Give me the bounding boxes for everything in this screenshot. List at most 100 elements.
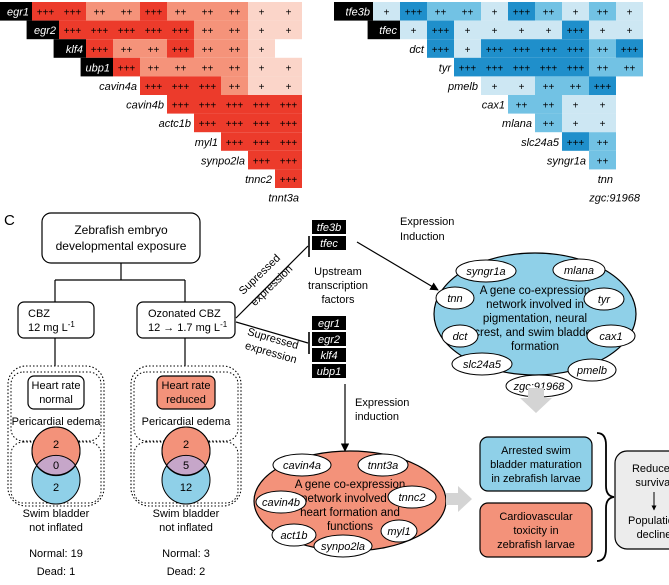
panel_a-cell-value: + <box>259 45 265 56</box>
panel_b-cell <box>616 169 643 188</box>
panel_a-cell-value: ++ <box>148 63 160 74</box>
swim-right-1: Swim bladder <box>153 508 220 520</box>
panel_a-cell <box>248 57 275 77</box>
panel_a-cell <box>221 2 248 21</box>
panel_b-cell-value: + <box>492 8 498 19</box>
tree-connector <box>54 263 186 366</box>
panel_a-cell <box>194 39 221 58</box>
panel_b-cell-value: +++ <box>621 45 639 56</box>
panel_b-cell <box>562 57 589 77</box>
blue_genes-gene-3: cax1 <box>599 331 622 343</box>
panel-label-c: C <box>4 212 15 229</box>
panel_a-cell <box>194 76 221 95</box>
red_genes-gene-6: cavin4b <box>262 497 300 509</box>
panel_b-cell-value: +++ <box>513 45 531 56</box>
arrested-box <box>479 436 593 492</box>
heart-rate-reduced-1: Heart rate <box>162 380 211 392</box>
panel_b-cell-value: ++ <box>597 63 609 74</box>
cardio-2: toxicity in <box>513 525 558 537</box>
venn-left-top: 2 <box>53 439 59 451</box>
panel_b-cell-value: + <box>384 8 390 19</box>
panel_b-cell <box>616 39 643 58</box>
panel_a-cell <box>248 20 275 40</box>
panel_a-cell <box>221 39 248 58</box>
svg-text:crest, and swim bladder: crest, and swim bladder <box>474 327 596 339</box>
panel_a-cell-value: +++ <box>280 175 298 186</box>
panel_a-cell-value: ++ <box>175 8 187 19</box>
panel_a-cell <box>113 57 140 77</box>
panel_a-cell-value: +++ <box>199 119 217 130</box>
panel_b-cell <box>562 76 589 95</box>
exposure-text-1: Zebrafish embryo <box>74 223 168 237</box>
venn-left: 2 0 2 <box>31 426 81 505</box>
panel_a-cell <box>194 2 221 21</box>
panel_a-gene-label: myl1 <box>195 137 218 149</box>
panel_b-cell-value: +++ <box>540 63 558 74</box>
panel_a-cell <box>275 57 302 77</box>
cardio-box <box>479 502 593 558</box>
panel_a-cell-value: ++ <box>202 45 214 56</box>
tf-up-group: tfe3b tfec <box>312 220 346 250</box>
panel_a-cell-value: ++ <box>229 63 241 74</box>
panel_a-cell-value: ++ <box>229 26 241 37</box>
panel_b-cell <box>481 20 508 40</box>
blue_genes-gene-4: pmelb <box>576 365 607 377</box>
arrested-1: Arrested swim <box>501 445 571 457</box>
panel_a-cell <box>248 132 275 151</box>
panel_b-gene-label: syngr1a <box>547 155 586 167</box>
grey-arrow-down <box>520 388 552 413</box>
panel_b-gene-label: tfe3b <box>346 7 370 19</box>
blue_genes-gene-bubble <box>455 259 517 283</box>
panel_a-cell <box>167 76 194 95</box>
outcome-box <box>614 450 669 550</box>
panel_a-cell-value: + <box>286 82 292 93</box>
panel_b-cell <box>589 76 616 95</box>
panel_a-cell <box>194 113 221 133</box>
panel_b-cell-value: ++ <box>516 101 528 112</box>
ozonated-dose: 12→1.7 mg L-1 <box>148 320 228 334</box>
red_genes-gene-bubble <box>271 523 317 547</box>
panel_a-cell <box>275 169 302 188</box>
panel_b-cell-value: +++ <box>594 82 612 93</box>
panel_b-cell <box>373 2 400 21</box>
panel_b-gene-label: pmelb <box>447 81 478 93</box>
tf-tfe3b: tfe3b <box>317 222 341 234</box>
panel_a-cell <box>221 20 248 40</box>
panel_b-cell-value: ++ <box>462 8 474 19</box>
panel_a-cell <box>113 39 140 58</box>
venn-right: 2 5 12 <box>161 426 211 505</box>
panel_a-cell-value: ++ <box>229 45 241 56</box>
tf-egr1: egr1 <box>318 318 340 330</box>
panel_a-cell <box>140 2 167 21</box>
panel-b-heatmap: tfe3b++++++++++++++++++tfec+++++++++++++… <box>334 2 643 205</box>
blue_genes-gene-7: dct <box>453 331 469 343</box>
panel_a-cell-value: ++ <box>175 63 187 74</box>
panel_a-cell <box>140 76 167 95</box>
cardio-3: zebrafish larvae <box>497 539 575 551</box>
cbz-label: CBZ <box>28 308 50 320</box>
panel_b-cell <box>616 57 643 77</box>
panel_b-cell-value: + <box>465 45 471 56</box>
svg-text:network involved in: network involved in <box>486 299 584 311</box>
panel_b-cell-value: +++ <box>432 45 450 56</box>
panel_b-cell-value: ++ <box>570 82 582 93</box>
panel_a-cell-value: +++ <box>253 138 271 149</box>
right-pericardial-group <box>133 371 239 442</box>
panel_a-cell-value: +++ <box>172 26 190 37</box>
svg-text:A gene co-expression: A gene co-expression <box>480 285 591 297</box>
outcome-decline-1: Population <box>628 515 669 527</box>
panel_b-cell <box>589 150 616 170</box>
arrested-2: bladder maturation <box>490 459 582 471</box>
induction-up-1: Expression <box>400 216 454 228</box>
tf-tfec: tfec <box>320 238 338 250</box>
panel_a-cell-value: ++ <box>229 8 241 19</box>
left-pericardial-group <box>10 371 102 442</box>
panel_a-cell-value: +++ <box>253 119 271 130</box>
red_genes-gene-4: synpo2la <box>321 541 365 553</box>
panel_a-gene-label: egr1 <box>7 7 29 19</box>
induction-down-1: Expression <box>355 397 409 409</box>
red_genes-gene-bubble <box>357 453 409 477</box>
panel_b-cell <box>427 2 454 21</box>
